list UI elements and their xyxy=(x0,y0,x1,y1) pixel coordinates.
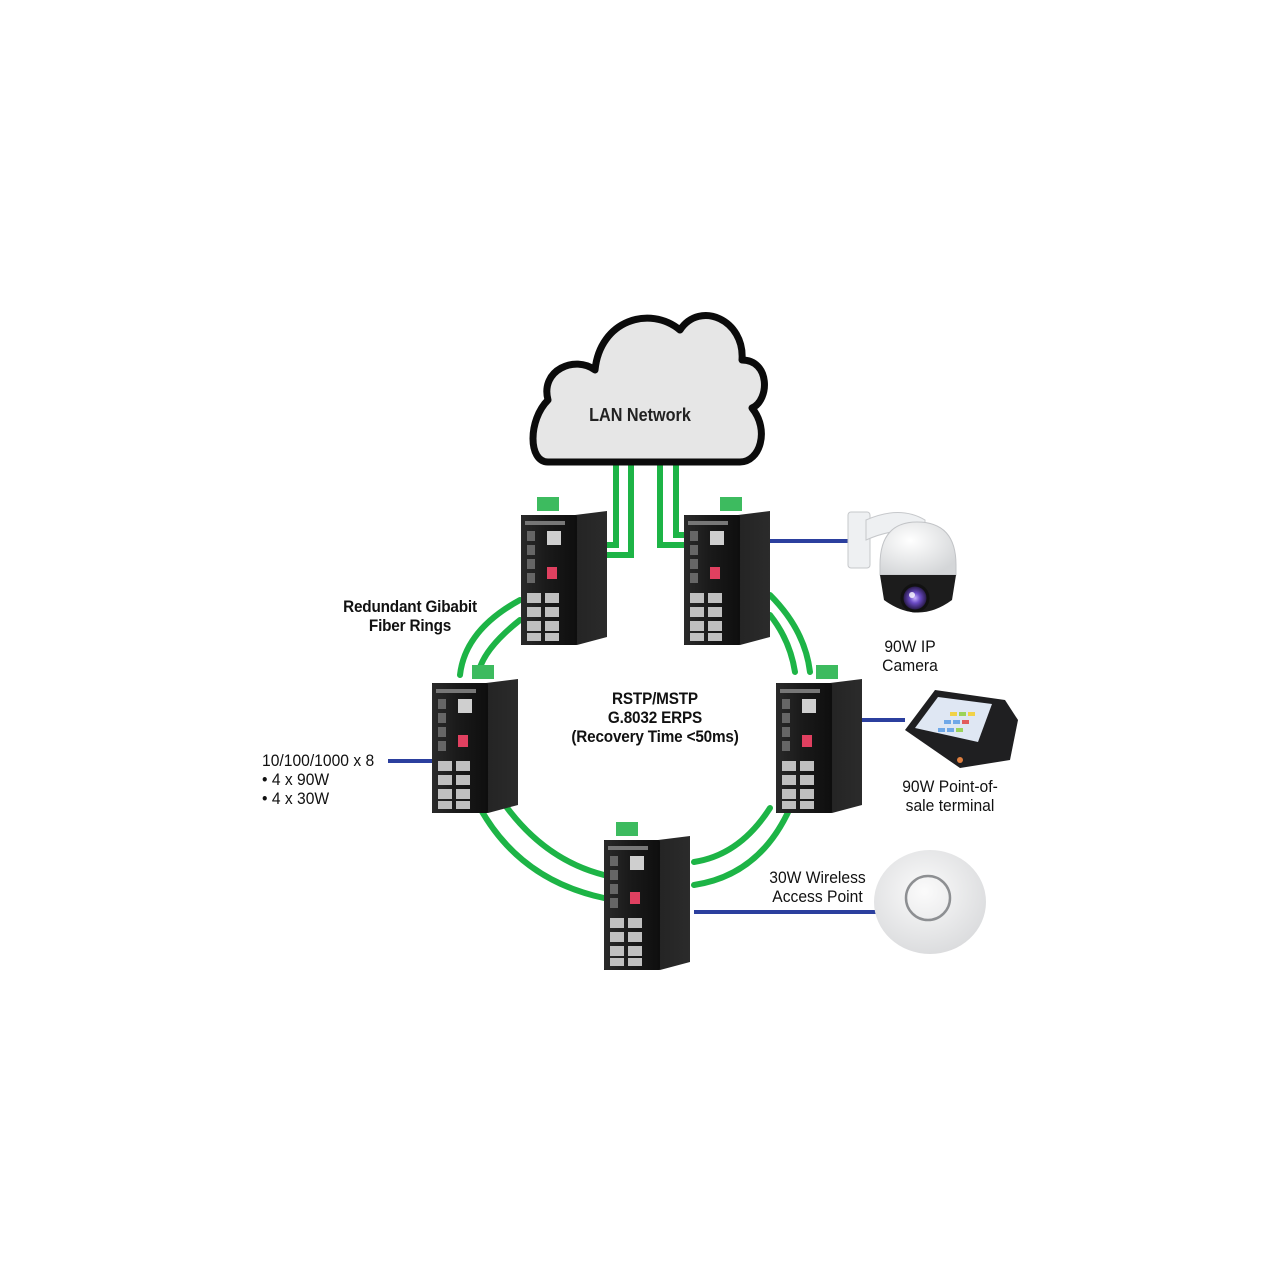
ring-fiber-left-bottom-inner xyxy=(502,802,607,878)
pos-label-line1: 90W Point-of- xyxy=(902,777,998,796)
uplink-fiber-3 xyxy=(657,459,691,548)
camera-label-line2: Camera xyxy=(882,656,938,676)
ptz-camera-icon xyxy=(847,511,957,613)
switch-left xyxy=(432,665,518,813)
pos-label-line2: sale terminal xyxy=(905,796,995,816)
cloud-icon xyxy=(529,312,768,466)
protocol-line1: RSTP/MSTP xyxy=(612,689,698,708)
ports-spec-line1: 10/100/1000 x 8 xyxy=(262,751,375,770)
switch-bottom xyxy=(604,822,690,970)
uplink-fiber-2 xyxy=(597,459,634,558)
camera-label-line1: 90W IP xyxy=(884,637,936,656)
ring-label-line1: Redundant Gibabit xyxy=(343,597,477,616)
ap-label-line2: Access Point xyxy=(772,887,863,907)
ring-fiber-tr-right-inner xyxy=(767,612,798,675)
switch-top-right xyxy=(684,497,770,645)
copper-links xyxy=(388,539,905,914)
ring-fiber-right-bottom-inner xyxy=(691,805,773,865)
ring-label-line2: Fiber Rings xyxy=(368,616,452,636)
ring-fiber-right-bottom-outer xyxy=(691,805,793,888)
ring-fiber-tl-left-outer xyxy=(457,597,523,678)
ring-fiber-left-bottom-outer xyxy=(477,805,607,901)
protocol-line3: (Recovery Time <50ms) xyxy=(571,727,739,747)
fiber-ring xyxy=(457,459,813,901)
ports-spec-bullet2: • 4 x 30W xyxy=(262,789,330,809)
ap-label-line1: 30W Wireless xyxy=(769,868,866,887)
camera-label: 90W IP Camera xyxy=(864,637,956,675)
cloud-label: LAN Network xyxy=(589,405,691,425)
wireless-access-point-icon xyxy=(874,850,986,954)
switch-right xyxy=(776,665,862,813)
pos-terminal-icon xyxy=(905,690,1018,768)
switch-top-left xyxy=(521,497,607,645)
ap-label: 30W Wireless Access Point xyxy=(760,868,875,906)
protocol-line2: G.8032 ERPS xyxy=(607,708,703,728)
ring-label: Redundant Gibabit Fiber Rings xyxy=(329,597,491,635)
ports-spec-bullet1: • 4 x 90W xyxy=(262,770,330,790)
protocol-label: RSTP/MSTP G.8032 ERPS (Recovery Time <50… xyxy=(570,689,741,746)
pos-label: 90W Point-of- sale terminal xyxy=(890,777,1010,815)
ports-spec-label: 10/100/1000 x 8 • 4 x 90W • 4 x 30W xyxy=(262,751,382,808)
ring-fiber-tr-right-outer xyxy=(767,592,813,675)
